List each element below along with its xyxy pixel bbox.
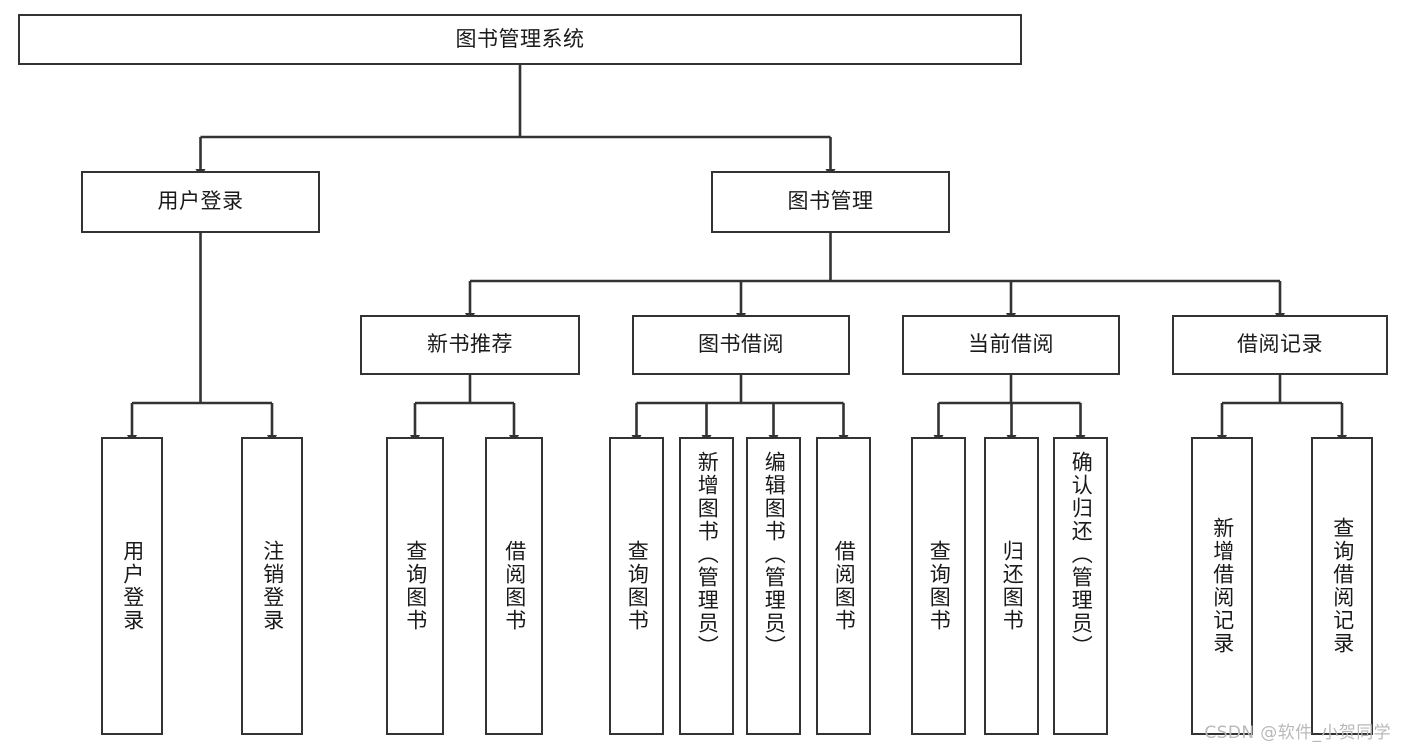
node-label: 注销登录 [260,540,285,632]
node-leaf-user-login[interactable]: 用户登录 [101,437,163,735]
csdn-watermark: CSDN @软件_小贺同学 [1204,723,1391,743]
node-label: 查询图书 [403,540,428,632]
node-leaf-query-book-3[interactable]: 查询图书 [911,437,966,735]
node-label: 新增图书（管理员） [695,451,720,658]
node-borrow-record[interactable]: 借阅记录 [1172,315,1388,375]
node-leaf-return-book[interactable]: 归还图书 [984,437,1039,735]
node-label: 确认归还（管理员） [1069,451,1094,658]
node-leaf-query-book-1[interactable]: 查询图书 [386,437,444,735]
node-leaf-confirm-return[interactable]: 确认归还（管理员） [1053,437,1108,735]
node-label: 用户登录 [157,189,244,214]
node-new-book-recommend[interactable]: 新书推荐 [360,315,580,375]
node-leaf-edit-book[interactable]: 编辑图书（管理员） [746,437,801,735]
node-label: 图书管理 [787,189,874,214]
node-label: 图书借阅 [698,332,784,357]
node-label: 归还图书 [1000,540,1025,632]
node-leaf-query-record[interactable]: 查询借阅记录 [1311,437,1373,735]
node-label: 借阅图书 [832,540,857,632]
node-label: 图书管理系统 [455,26,585,51]
node-label: 借阅记录 [1237,332,1323,357]
node-label: 新书推荐 [427,332,513,357]
node-label: 编辑图书（管理员） [762,451,787,658]
node-label: 查询借阅记录 [1330,517,1355,655]
node-label: 借阅图书 [502,540,527,632]
node-current-borrow[interactable]: 当前借阅 [902,315,1120,375]
node-label: 用户登录 [120,540,145,632]
node-leaf-query-book-2[interactable]: 查询图书 [609,437,664,735]
node-leaf-borrow-book-2[interactable]: 借阅图书 [816,437,871,735]
node-label: 当前借阅 [968,332,1054,357]
node-leaf-borrow-book-1[interactable]: 借阅图书 [485,437,543,735]
node-root[interactable]: 图书管理系统 [18,14,1022,65]
node-label: 查询图书 [625,540,650,632]
node-user-login[interactable]: 用户登录 [81,171,320,233]
node-leaf-add-book[interactable]: 新增图书（管理员） [679,437,734,735]
node-book-manage[interactable]: 图书管理 [711,171,950,233]
node-label: 查询图书 [927,540,952,632]
node-leaf-add-record[interactable]: 新增借阅记录 [1191,437,1253,735]
node-label: 新增借阅记录 [1210,517,1235,655]
node-leaf-user-logout[interactable]: 注销登录 [241,437,303,735]
node-book-borrow[interactable]: 图书借阅 [632,315,850,375]
